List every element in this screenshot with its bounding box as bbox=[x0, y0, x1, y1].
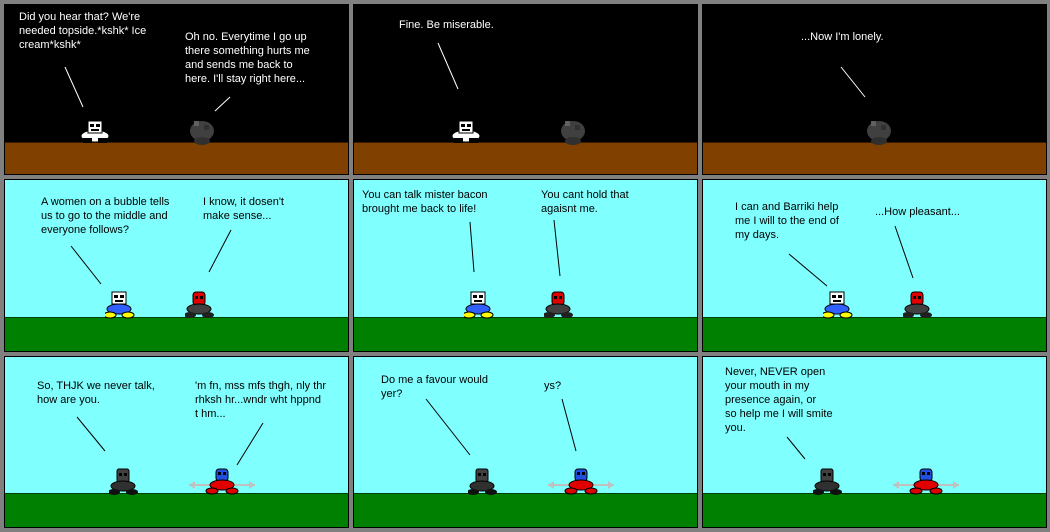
speech-left: So, THJK we never talk, how are you. bbox=[37, 380, 155, 406]
speech-right: I know, it dosen't make sense... bbox=[203, 196, 284, 222]
white-robot-character bbox=[105, 291, 135, 319]
speech-right: ys? bbox=[544, 380, 562, 392]
speech-left: Do me a favour would yer? bbox=[381, 374, 488, 400]
panel-5: You can talk mister bacon brought me bac… bbox=[353, 179, 698, 352]
speech-right: ...How pleasant... bbox=[875, 206, 960, 218]
red-robot-character bbox=[185, 291, 215, 319]
speech-right: You cant hold that agaisnt me. bbox=[541, 189, 629, 215]
shadow-creature bbox=[867, 121, 891, 145]
shadow-creature bbox=[561, 121, 585, 145]
panel-4: A women on a bubble tells us to go to th… bbox=[4, 179, 349, 352]
grass-ground bbox=[354, 493, 697, 527]
panel-6: I can and Barriki help me I will to the … bbox=[702, 179, 1047, 352]
white-robot-character bbox=[81, 120, 110, 144]
dirt-ground bbox=[5, 142, 348, 174]
gray-robot-character bbox=[468, 468, 498, 496]
panel-7: So, THJK we never talk, how are you. 'm … bbox=[4, 356, 349, 528]
dirt-ground bbox=[354, 142, 697, 174]
speech-left: Never, NEVER open your mouth in my prese… bbox=[725, 366, 833, 434]
blue-robot-character bbox=[189, 468, 255, 495]
white-robot-character bbox=[823, 291, 853, 319]
shadow-creature bbox=[190, 121, 214, 145]
speech-right: 'm fn, mss mfs thgh, nly thr rhksh hr...… bbox=[195, 380, 327, 420]
grass-ground bbox=[703, 493, 1046, 527]
speech-left: I can and Barriki help me I will to the … bbox=[735, 201, 839, 241]
grass-ground bbox=[703, 317, 1046, 351]
panel-8: Do me a favour would yer? ys? bbox=[353, 356, 698, 528]
gray-robot-character bbox=[109, 468, 139, 496]
speech-left: Fine. Be miserable. bbox=[399, 19, 494, 31]
panel-1: Did you hear that? We're needed topside.… bbox=[4, 4, 349, 175]
white-robot-character bbox=[464, 291, 494, 319]
red-robot-character bbox=[903, 291, 933, 319]
blue-robot-character bbox=[893, 468, 959, 495]
blue-robot-character bbox=[548, 468, 614, 495]
panel-3: ...Now I'm lonely. bbox=[702, 4, 1047, 175]
speech-left: You can talk mister bacon brought me bac… bbox=[362, 189, 488, 215]
panel-9: Never, NEVER open your mouth in my prese… bbox=[702, 356, 1047, 528]
red-robot-character bbox=[544, 291, 574, 319]
speech-right: Oh no. Everytime I go up there something… bbox=[185, 31, 310, 85]
grass-ground bbox=[5, 317, 348, 351]
speech-right: ...Now I'm lonely. bbox=[801, 31, 884, 43]
white-robot-character bbox=[452, 120, 481, 144]
gray-robot-character bbox=[813, 468, 843, 496]
panel-2: Fine. Be miserable. bbox=[353, 4, 698, 175]
grass-ground bbox=[354, 317, 697, 351]
speech-left: A women on a bubble tells us to go to th… bbox=[41, 196, 170, 236]
grass-ground bbox=[5, 493, 348, 527]
speech-left: Did you hear that? We're needed topside.… bbox=[19, 11, 147, 51]
